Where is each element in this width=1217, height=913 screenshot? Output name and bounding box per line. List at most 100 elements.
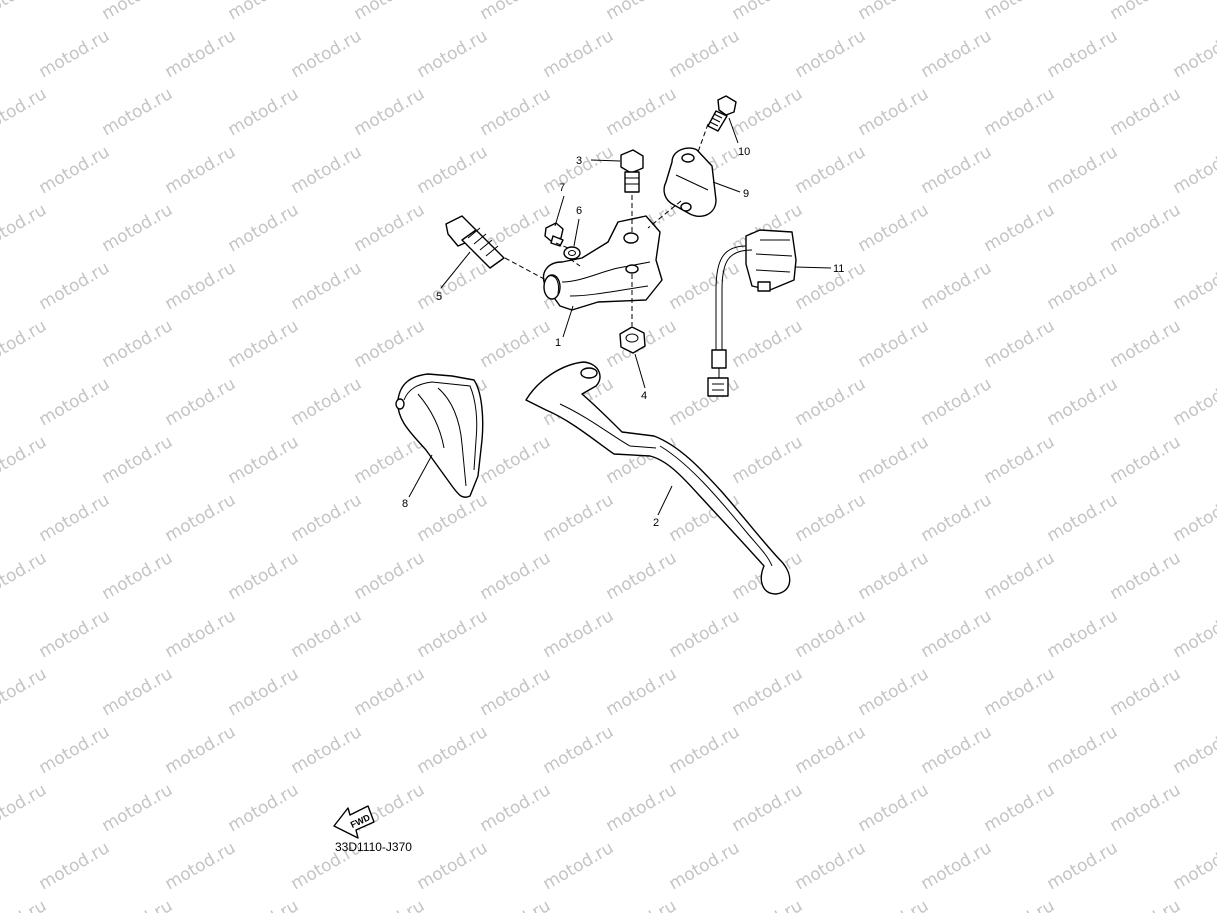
adjuster-5 [445, 215, 505, 269]
watermark-text: motod.ru [1044, 838, 1122, 894]
watermark-text: motod.ru [855, 664, 933, 720]
watermark-text: motod.ru [981, 316, 1059, 372]
watermark-text: motod.ru [162, 490, 240, 546]
watermark-text: motod.ru [99, 780, 177, 836]
watermark-text: motod.ru [981, 432, 1059, 488]
watermark-text: motod.ru [351, 548, 429, 604]
watermark-text: motod.ru [540, 838, 618, 894]
watermark-text: motod.ru [729, 432, 807, 488]
watermark-text: motod.ru [918, 838, 996, 894]
watermark-text: motod.ru [351, 664, 429, 720]
watermark-text: motod.ru [351, 84, 429, 140]
callout-2: 2 [653, 517, 659, 529]
watermark-text: motod.ru [855, 316, 933, 372]
watermark-text: motod.ru [1170, 722, 1217, 778]
watermark-text: motod.ru [603, 664, 681, 720]
watermark-text: motod.ru [351, 432, 429, 488]
watermark-text: motod.ru [1044, 722, 1122, 778]
callout-3: 3 [576, 155, 582, 167]
watermark-text: motod.ru [729, 84, 807, 140]
watermark-text: motod.ru [918, 374, 996, 430]
watermark-text: motod.ru [729, 0, 807, 24]
watermark-text: motod.ru [162, 142, 240, 198]
watermark-text: motod.ru [855, 84, 933, 140]
watermark-text: motod.ru [1107, 432, 1185, 488]
watermark-text: motod.ru [162, 374, 240, 430]
watermark-text: motod.ru [603, 896, 681, 913]
watermark-text: motod.ru [918, 26, 996, 82]
watermark-text: motod.ru [855, 548, 933, 604]
watermark-text: motod.ru [414, 490, 492, 546]
watermark-text: motod.ru [1170, 258, 1217, 314]
watermark-text: motod.ru [1107, 200, 1185, 256]
watermark-text: motod.ru [918, 606, 996, 662]
watermark-text: motod.ru [0, 432, 50, 488]
watermark-text: motod.ru [414, 606, 492, 662]
callout-7: 7 [559, 182, 565, 194]
watermark-text: motod.ru [603, 548, 681, 604]
watermark-text: motod.ru [1044, 258, 1122, 314]
watermark-text: motod.ru [981, 84, 1059, 140]
callout-5: 5 [436, 291, 442, 303]
callout-1: 1 [555, 337, 561, 349]
diagram-code: 33D1110-J370 [335, 840, 412, 854]
watermark-text: motod.ru [1170, 26, 1217, 82]
watermark-text: motod.ru [666, 838, 744, 894]
watermark-text: motod.ru [540, 490, 618, 546]
watermark-text: motod.ru [540, 142, 618, 198]
watermark-text: motod.ru [855, 780, 933, 836]
watermark-text: motod.ru [666, 606, 744, 662]
watermark-text: motod.ru [351, 200, 429, 256]
watermark-text: motod.ru [981, 896, 1059, 913]
watermark-text: motod.ru [414, 258, 492, 314]
watermark-text: motod.ru [477, 432, 555, 488]
watermark-text: motod.ru [1107, 664, 1185, 720]
watermark-text: motod.ru [1044, 26, 1122, 82]
watermark-text: motod.ru [36, 142, 114, 198]
watermark-text: motod.ru [981, 780, 1059, 836]
watermark-text: motod.ru [1107, 780, 1185, 836]
callouts: 1 2 3 4 5 6 7 8 9 10 11 [402, 146, 844, 529]
switch-11 [707, 229, 797, 397]
watermark-text: motod.ru [414, 722, 492, 778]
watermark-text: motod.ru [855, 0, 933, 24]
watermark-text: motod.ru [981, 200, 1059, 256]
watermark-text: motod.ru [162, 606, 240, 662]
watermark-text: motod.ru [225, 0, 303, 24]
watermark-text: motod.ru [792, 374, 870, 430]
watermark-text: motod.ru [477, 664, 555, 720]
watermark-text: motod.ru [288, 490, 366, 546]
watermark-text: motod.ru [0, 548, 50, 604]
bolt-3 [620, 149, 644, 193]
watermark-text: motod.ru [666, 258, 744, 314]
watermark-text: motod.ru [1044, 490, 1122, 546]
watermark-text: motod.ru [99, 432, 177, 488]
watermark-text: motod.ru [162, 722, 240, 778]
watermark-text: motod.ru [918, 258, 996, 314]
watermark-text: motod.ru [477, 548, 555, 604]
clamp-9 [663, 147, 717, 218]
watermark-text: motod.ru [225, 664, 303, 720]
watermark-text: motod.ru [225, 896, 303, 913]
lever-cover-8 [395, 373, 484, 498]
watermark-text: motod.ru [1044, 374, 1122, 430]
watermark-text: motod.ru [540, 606, 618, 662]
watermark-text: motod.ru [162, 838, 240, 894]
watermark-text: motod.ru [288, 258, 366, 314]
watermark-text: motod.ru [288, 142, 366, 198]
watermark-text: motod.ru [36, 374, 114, 430]
watermark-text: motod.ru [918, 142, 996, 198]
watermark-text: motod.ru [36, 722, 114, 778]
watermark-text: motod.ru [36, 838, 114, 894]
watermark-text: motod.ru [0, 780, 50, 836]
watermark-text: motod.ru [540, 722, 618, 778]
nut-4 [619, 326, 646, 354]
watermark-text: motod.ru [1170, 490, 1217, 546]
watermark-text: motod.ru [36, 606, 114, 662]
leader-lines [408, 117, 832, 516]
watermark-text: motod.ru [414, 838, 492, 894]
watermark-text: motod.ru [981, 548, 1059, 604]
nut-6 [563, 246, 581, 260]
